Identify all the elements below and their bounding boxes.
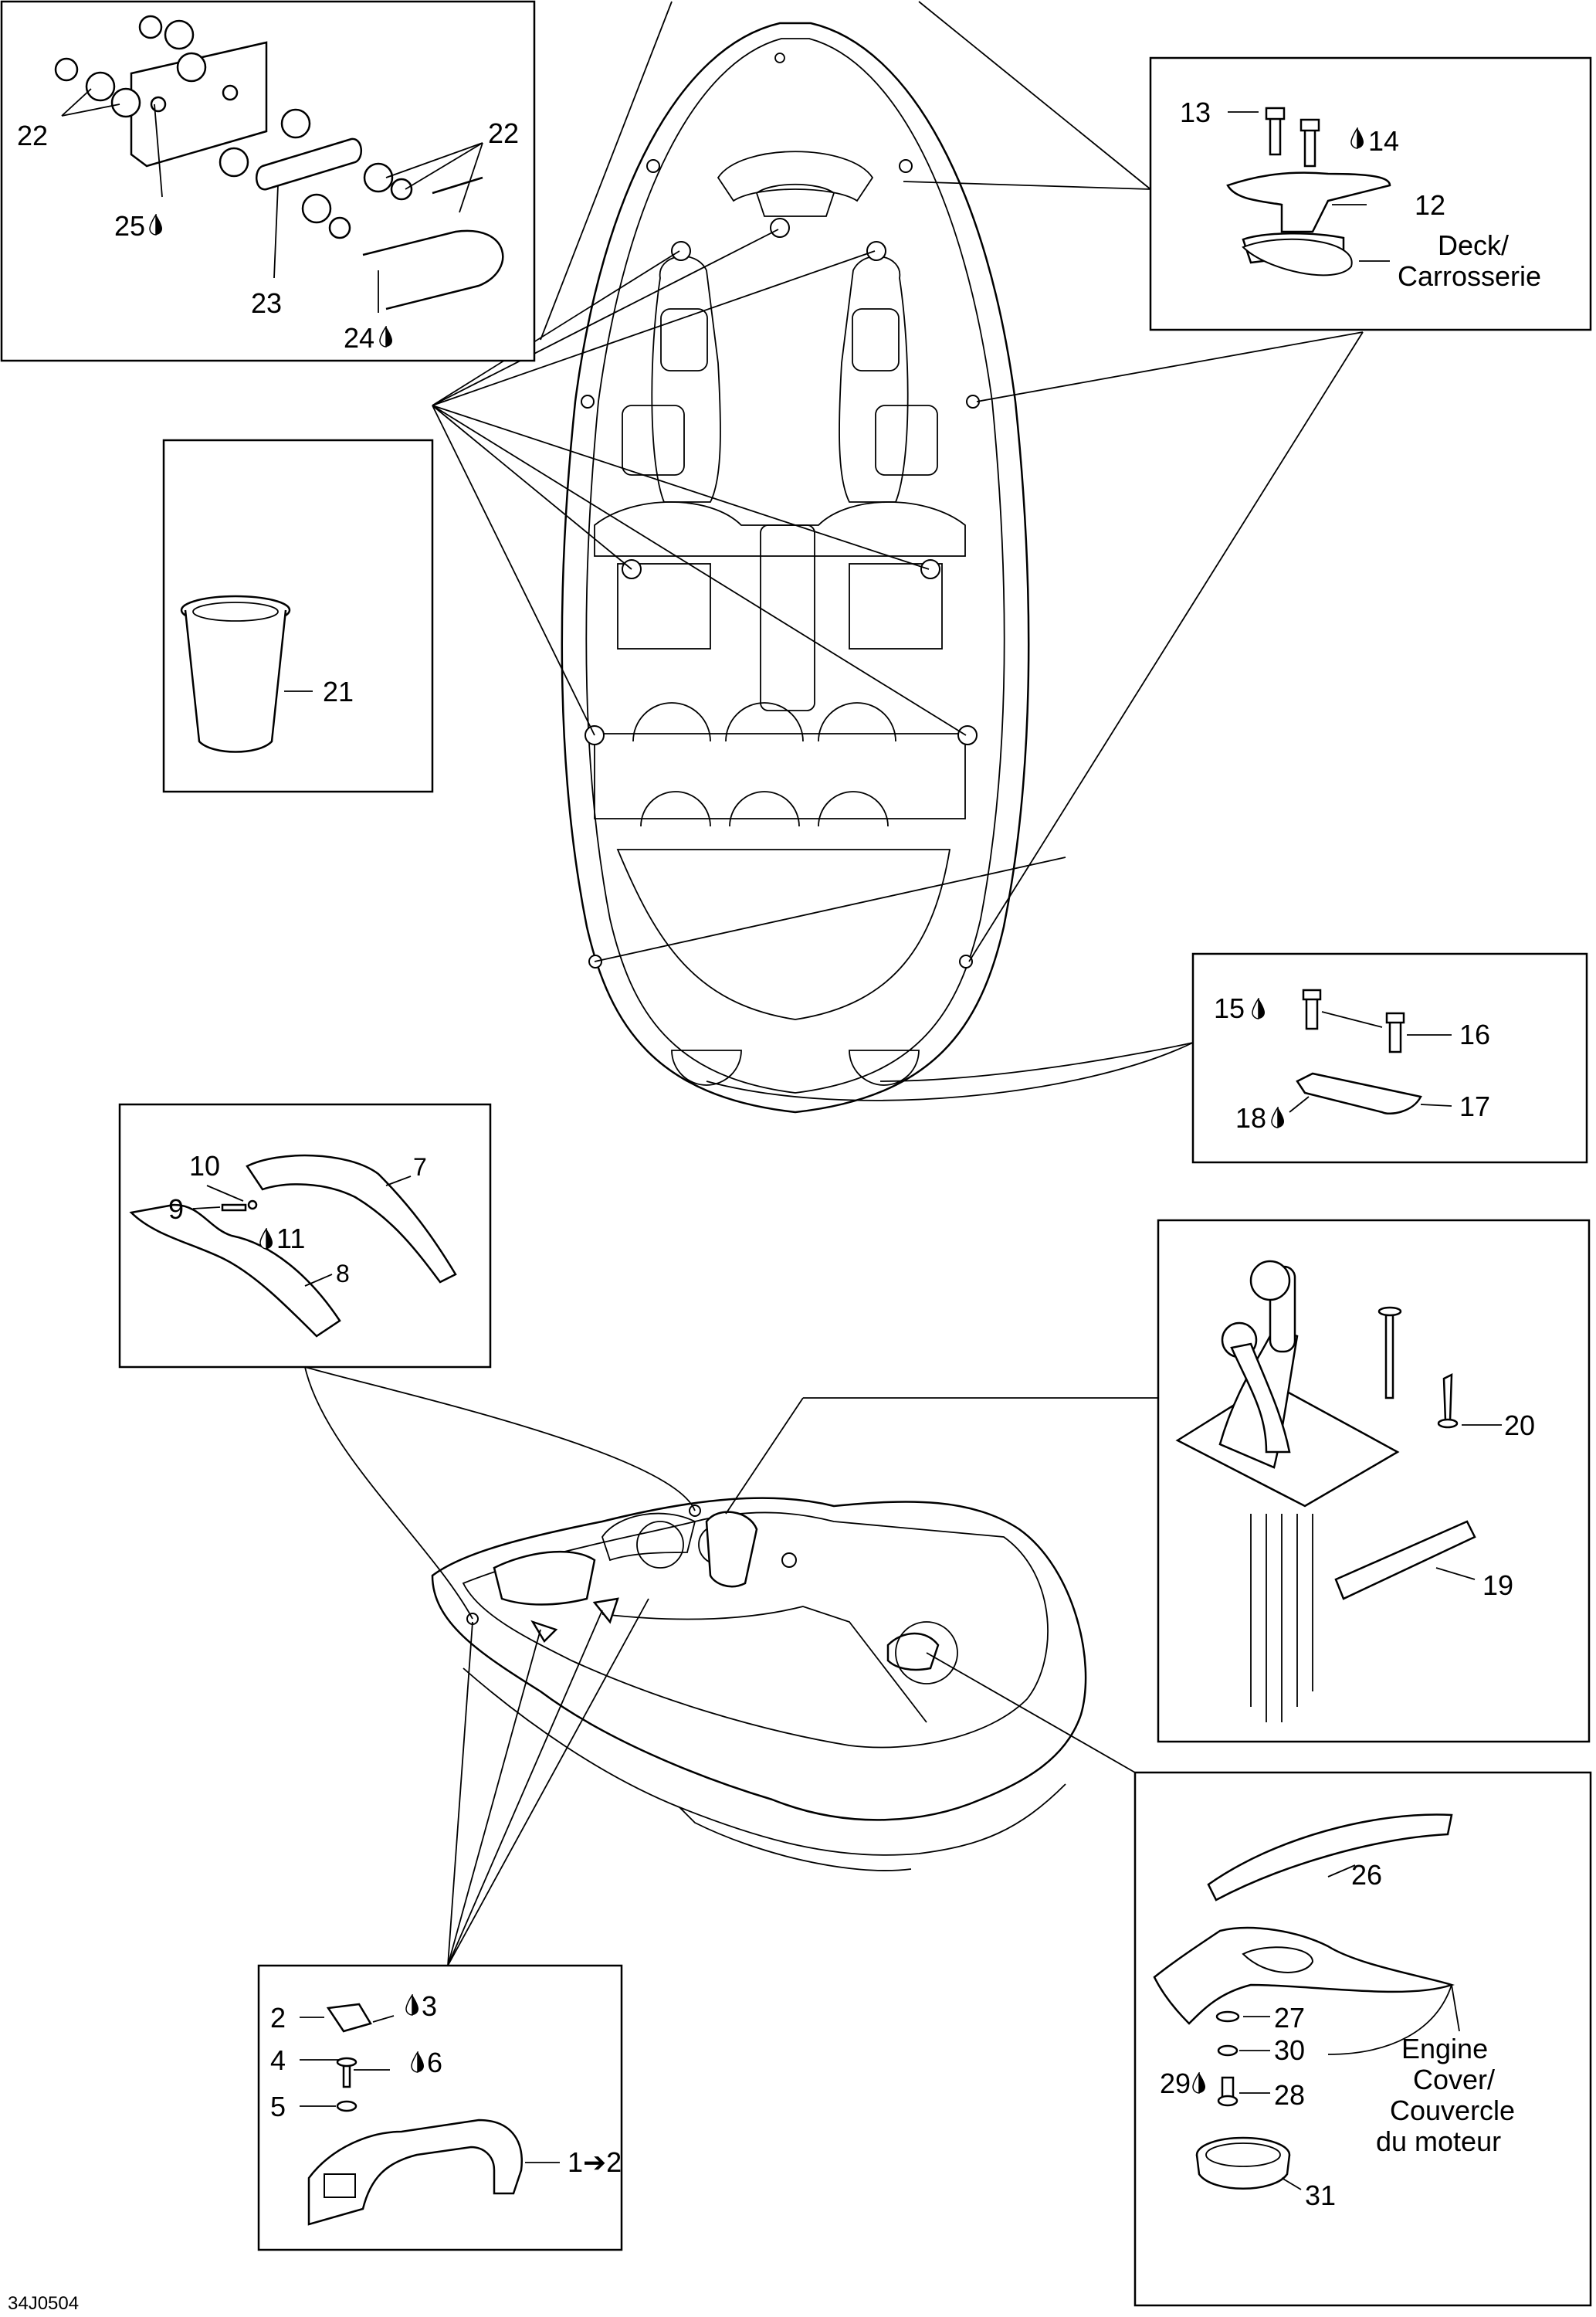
- callout-21: 21: [323, 676, 354, 707]
- leader-lines-top: [432, 1, 1364, 1101]
- detail-box-throttle: 20 19: [1157, 1219, 1591, 1743]
- deck-section: [1242, 238, 1353, 276]
- label-engine-line2: Cover/: [1413, 2064, 1495, 2095]
- latch: [326, 2003, 372, 2033]
- figure-code: 34J0504: [8, 2293, 79, 2314]
- callout-2: 2: [270, 2002, 286, 2034]
- callout-31: 31: [1305, 2180, 1336, 2211]
- rail-bracket: [1296, 1072, 1422, 1115]
- callout-13: 13: [1180, 97, 1211, 128]
- callout-29: 29: [1160, 2068, 1191, 2099]
- callout-22-left: 22: [17, 120, 48, 151]
- screw: [1305, 995, 1319, 1030]
- boat-perspective-view: [431, 1497, 1087, 1871]
- spacer-plate: [256, 137, 362, 191]
- callout-6: 6: [427, 2047, 442, 2078]
- detail-box-storage-handle: 2 3 4 6 5 1➔2: [257, 1964, 623, 2251]
- callout-12: 12: [1415, 189, 1445, 221]
- callout-30: 30: [1274, 2034, 1305, 2066]
- callout-9: 9: [168, 1193, 184, 1225]
- backing-plate: [130, 41, 268, 168]
- storage-handle: [307, 2119, 523, 2226]
- callout-4: 4: [270, 2044, 286, 2076]
- label-deck-line1: Deck/: [1438, 229, 1509, 261]
- callout-16: 16: [1459, 1019, 1490, 1050]
- callout-14: 14: [1368, 125, 1399, 157]
- screw: [342, 2062, 351, 2088]
- callout-1: 1➔2: [568, 2146, 622, 2178]
- screw: [1269, 114, 1282, 156]
- callout-25: 25: [114, 210, 145, 242]
- detail-box-cleat: 13 14 12 Deck/ Carrosserie: [1149, 56, 1592, 331]
- handle-7: [246, 1154, 457, 1284]
- callout-10: 10: [189, 1150, 220, 1182]
- detail-box-cup-holder: 21: [162, 439, 434, 793]
- callout-18: 18: [1235, 1102, 1266, 1134]
- screw: [221, 1203, 247, 1212]
- label-engine-line3: Couvercle: [1390, 2095, 1515, 2126]
- throttle-knob: [1249, 1260, 1291, 1301]
- callout-3: 3: [422, 1990, 437, 2022]
- label-deck-line2: Carrosserie: [1398, 260, 1541, 292]
- label-engine-line4: du moteur: [1376, 2125, 1501, 2157]
- callout-5: 5: [270, 2091, 286, 2122]
- washer: [336, 2100, 357, 2112]
- callout-11: 11: [276, 1223, 305, 1254]
- trim-strip: [1207, 1813, 1453, 1901]
- detail-box-grab-rail: 15 16 17 18: [1191, 952, 1588, 1164]
- handle-8: [129, 1203, 341, 1338]
- callout-24: 24: [344, 322, 374, 354]
- callout-26: 26: [1351, 1859, 1382, 1891]
- callout-17: 17: [1459, 1091, 1490, 1122]
- rear-handle-area: [493, 1550, 596, 1606]
- detail-box-handles: 10 9 11 7 8: [118, 1103, 492, 1369]
- callout-15: 15: [1214, 992, 1245, 1024]
- callout-27: 27: [1274, 2002, 1305, 2034]
- washer: [164, 19, 195, 50]
- leader-lines-bottom: [304, 1366, 1158, 1966]
- rivet: [1442, 1372, 1453, 1423]
- boat-top-view: [561, 22, 1030, 1114]
- callout-7: 7: [413, 1153, 427, 1181]
- label-engine-line1: Engine: [1401, 2033, 1488, 2064]
- washer: [1215, 2010, 1240, 2023]
- callout-22-right: 22: [488, 117, 519, 149]
- detail-box-engine-cover: 26 27 30 29 28 31 Engine Cover/ Couvercl…: [1133, 1771, 1592, 2307]
- callout-23: 23: [251, 287, 282, 319]
- cleat: [1226, 171, 1391, 233]
- u-bolt: [362, 229, 504, 310]
- callout-19: 19: [1482, 1569, 1513, 1601]
- detail-box-tow-eye: 22 22 25 23 24: [0, 0, 536, 362]
- callout-20: 20: [1504, 1410, 1535, 1441]
- bracket: [1334, 1520, 1476, 1600]
- screw: [1384, 1311, 1394, 1399]
- callout-8: 8: [336, 1260, 350, 1287]
- callout-28: 28: [1274, 2079, 1305, 2111]
